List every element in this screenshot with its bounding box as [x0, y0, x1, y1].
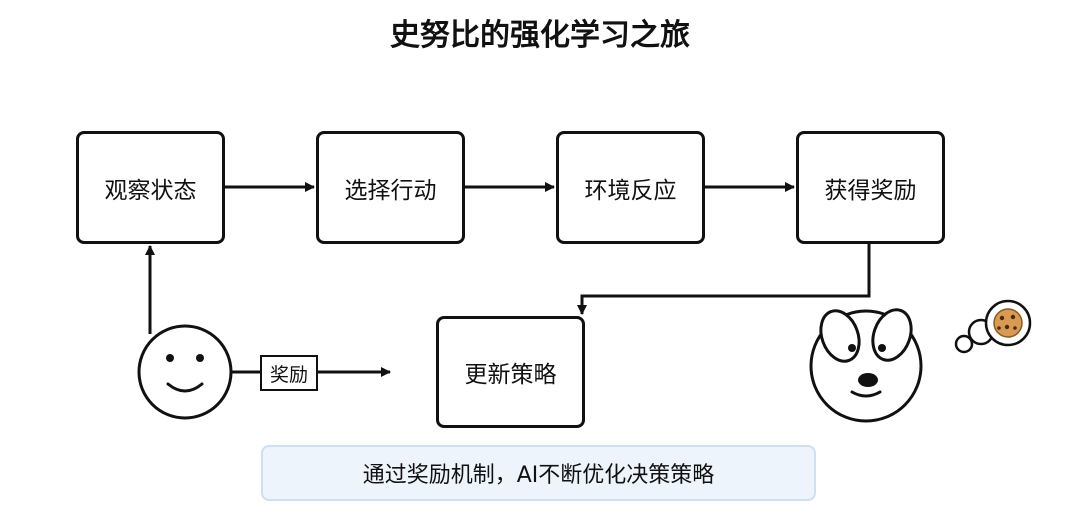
step-choose-action: 选择行动: [316, 131, 465, 244]
arrow-reward-to-update: [577, 244, 871, 315]
step-update-policy: 更新策略: [436, 316, 585, 428]
reward-edge-label: 奖励: [260, 355, 318, 391]
thought-bubble-cookie-icon: [954, 299, 1032, 354]
diagram-title: 史努比的强化学习之旅: [390, 18, 690, 53]
step-observe-state: 观察状态: [76, 131, 225, 244]
step-environment-response: 环境反应: [556, 131, 705, 244]
smiley-face-icon: [137, 324, 233, 420]
dog-face-icon: [809, 308, 923, 423]
step-get-reward: 获得奖励: [796, 131, 945, 244]
caption-banner: 通过奖励机制，AI不断优化决策策略: [261, 445, 816, 501]
